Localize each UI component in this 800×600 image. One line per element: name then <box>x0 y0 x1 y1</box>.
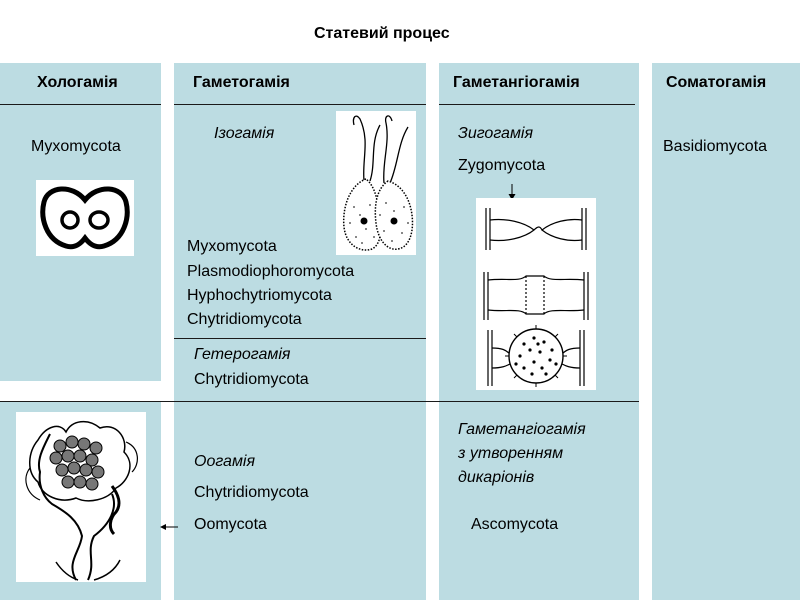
gametangiogamy-header-divider <box>439 104 635 105</box>
isogamy-taxon-2: Plasmodiophoromycota <box>187 263 355 280</box>
heterogamy-taxon: Chytridiomycota <box>194 371 309 388</box>
heterogamy-divider <box>174 338 426 339</box>
heterogamy-label: Гетерогамія <box>194 346 291 363</box>
zygogamy-taxon: Zygomycota <box>458 157 546 174</box>
zygogamy-illustration <box>476 198 596 390</box>
arrow-down-icon <box>508 184 516 200</box>
oogamy-illustration <box>16 412 146 582</box>
oogamy-taxon-2: Oomycota <box>194 516 267 533</box>
dikaryon-label-line-2: з утворенням <box>458 445 564 462</box>
central-divider <box>0 401 639 402</box>
somatogamy-panel <box>652 63 800 600</box>
arrow-left-icon <box>160 524 178 530</box>
oogamy-label: Оогамія <box>194 453 256 470</box>
gametangiogamy-header: Гаметангіогамія <box>453 74 580 91</box>
hologamy-taxon: Myxomycota <box>31 138 121 155</box>
hologamy-illustration <box>36 180 134 256</box>
isogamy-taxon-3: Hyphochytriomycota <box>187 287 332 304</box>
gametogamy-header-divider <box>174 104 426 105</box>
oogamy-taxon-1: Chytridiomycota <box>194 484 309 501</box>
isogamy-taxon-4: Chytridiomycota <box>187 311 302 328</box>
hologamy-header: Хологамія <box>37 74 118 91</box>
somatogamy-header: Соматогамія <box>666 74 767 91</box>
somatogamy-taxon: Basidiomycota <box>663 138 768 155</box>
diagram-title: Статевий процес <box>314 25 450 42</box>
zygogamy-label: Зигогамія <box>458 125 534 142</box>
dikaryon-label-line-1: Гаметангіогамія <box>458 421 586 438</box>
isogamy-taxon-1: Myxomycota <box>187 238 277 255</box>
hologamy-header-divider <box>0 104 161 105</box>
gametogamy-header: Гаметогамія <box>193 74 290 91</box>
dikaryon-taxon: Ascomycota <box>471 516 559 533</box>
isogamy-illustration <box>336 111 416 255</box>
dikaryon-label-line-3: дикаріонів <box>458 469 535 486</box>
isogamy-label: Ізогамія <box>214 125 275 142</box>
